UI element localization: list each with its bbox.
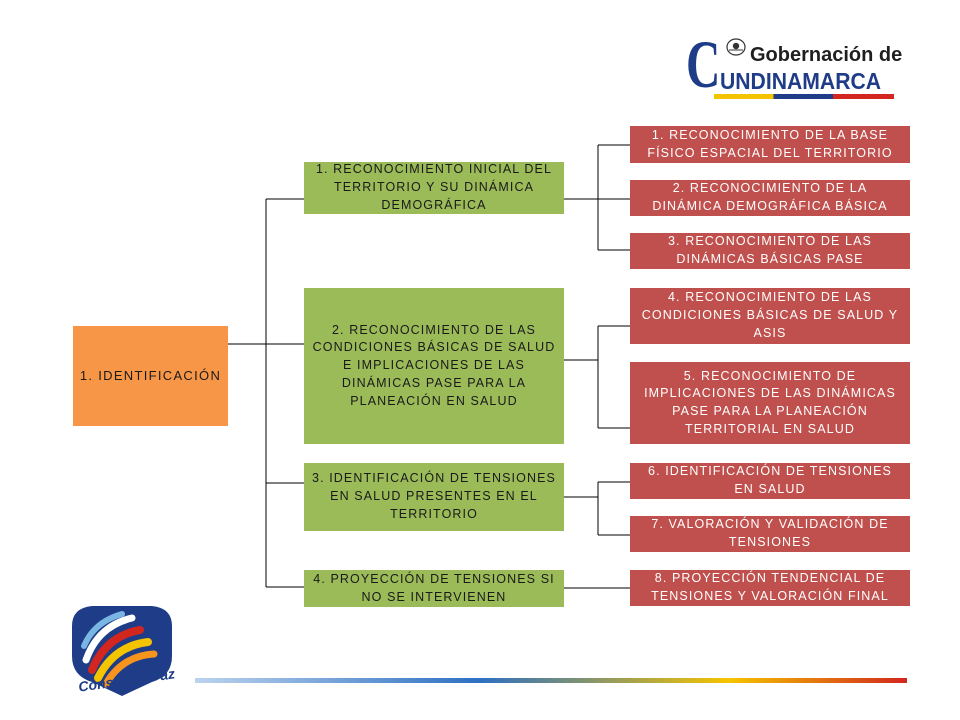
level1-label: 4. PROYECCIÓN DE TENSIONES SI NO SE INTE… (313, 571, 555, 604)
level2-label: 8. PROYECCIÓN TENDENCIAL DE TENSIONES Y … (651, 571, 889, 603)
root-label: 1. IDENTIFICACIÓN (79, 367, 222, 383)
level1-node-3: 3. IDENTIFICACIÓN DE TENSIONES EN SALUD … (304, 463, 564, 531)
level1-node-4: 4. PROYECCIÓN DE TENSIONES SI NO SE INTE… (304, 570, 564, 607)
level2-node-6: 6. IDENTIFICACIÓN DE TENSIONES EN SALUD (630, 463, 910, 499)
level1-node-1: 1. RECONOCIMIENTO INICIAL DEL TERRITORIO… (304, 162, 564, 214)
level2-node-4: 4. RECONOCIMIENTO DE LAS CONDICIONES BÁS… (630, 288, 910, 344)
level2-node-3: 3. RECONOCIMIENTO DE LAS DINÁMICAS BÁSIC… (630, 233, 910, 269)
footer-color-bar (195, 678, 907, 683)
level2-label: 1. RECONOCIMIENTO DE LA BASE FÍSICO ESPA… (647, 127, 893, 160)
gobernacion-logo: C Gobernación de UNDINAMARCA (686, 30, 906, 104)
construye-paz-logo (72, 606, 172, 696)
level2-node-5: 5. RECONOCIMIENTO DE IMPLICACIONES DE LA… (630, 362, 910, 444)
level2-label: 3. RECONOCIMIENTO DE LAS DINÁMICAS BÁSIC… (668, 234, 872, 266)
level2-node-2: 2. RECONOCIMIENTO DE LA DINÁMICA DEMOGRÁ… (630, 180, 910, 216)
level2-label: 6. IDENTIFICACIÓN DE TENSIONES EN SALUD (648, 464, 892, 496)
logo-flag-bar (714, 94, 894, 99)
level2-node-8: 8. PROYECCIÓN TENDENCIAL DE TENSIONES Y … (630, 570, 910, 606)
level2-node-7: 7. VALORACIÓN Y VALIDACIÓN DE TENSIONES (630, 516, 910, 552)
level1-label: 1. RECONOCIMIENTO INICIAL DEL TERRITORIO… (315, 162, 553, 212)
level2-label: 5. RECONOCIMIENTO DE IMPLICACIONES DE LA… (644, 368, 896, 436)
level2-label: 2. RECONOCIMIENTO DE LA DINÁMICA DEMOGRÁ… (652, 181, 888, 213)
level2-label: 7. VALORACIÓN Y VALIDACIÓN DE TENSIONES (651, 517, 889, 549)
logo-line1: Gobernación de (750, 44, 903, 66)
level2-label: 4. RECONOCIMIENTO DE LAS CONDICIONES BÁS… (641, 290, 899, 340)
crest-icon (726, 38, 746, 56)
logo-letter: C (686, 26, 721, 102)
level1-label: 3. IDENTIFICACIÓN DE TENSIONES EN SALUD … (312, 471, 556, 521)
logo-line2: UNDINAMARCA (720, 68, 882, 94)
root-node: 1. IDENTIFICACIÓN (73, 326, 228, 426)
level1-node-2: 2. RECONOCIMIENTO DE LAS CONDICIONES BÁS… (304, 288, 564, 444)
level2-node-1: 1. RECONOCIMIENTO DE LA BASE FÍSICO ESPA… (630, 126, 910, 163)
level1-label: 2. RECONOCIMIENTO DE LAS CONDICIONES BÁS… (312, 322, 556, 408)
